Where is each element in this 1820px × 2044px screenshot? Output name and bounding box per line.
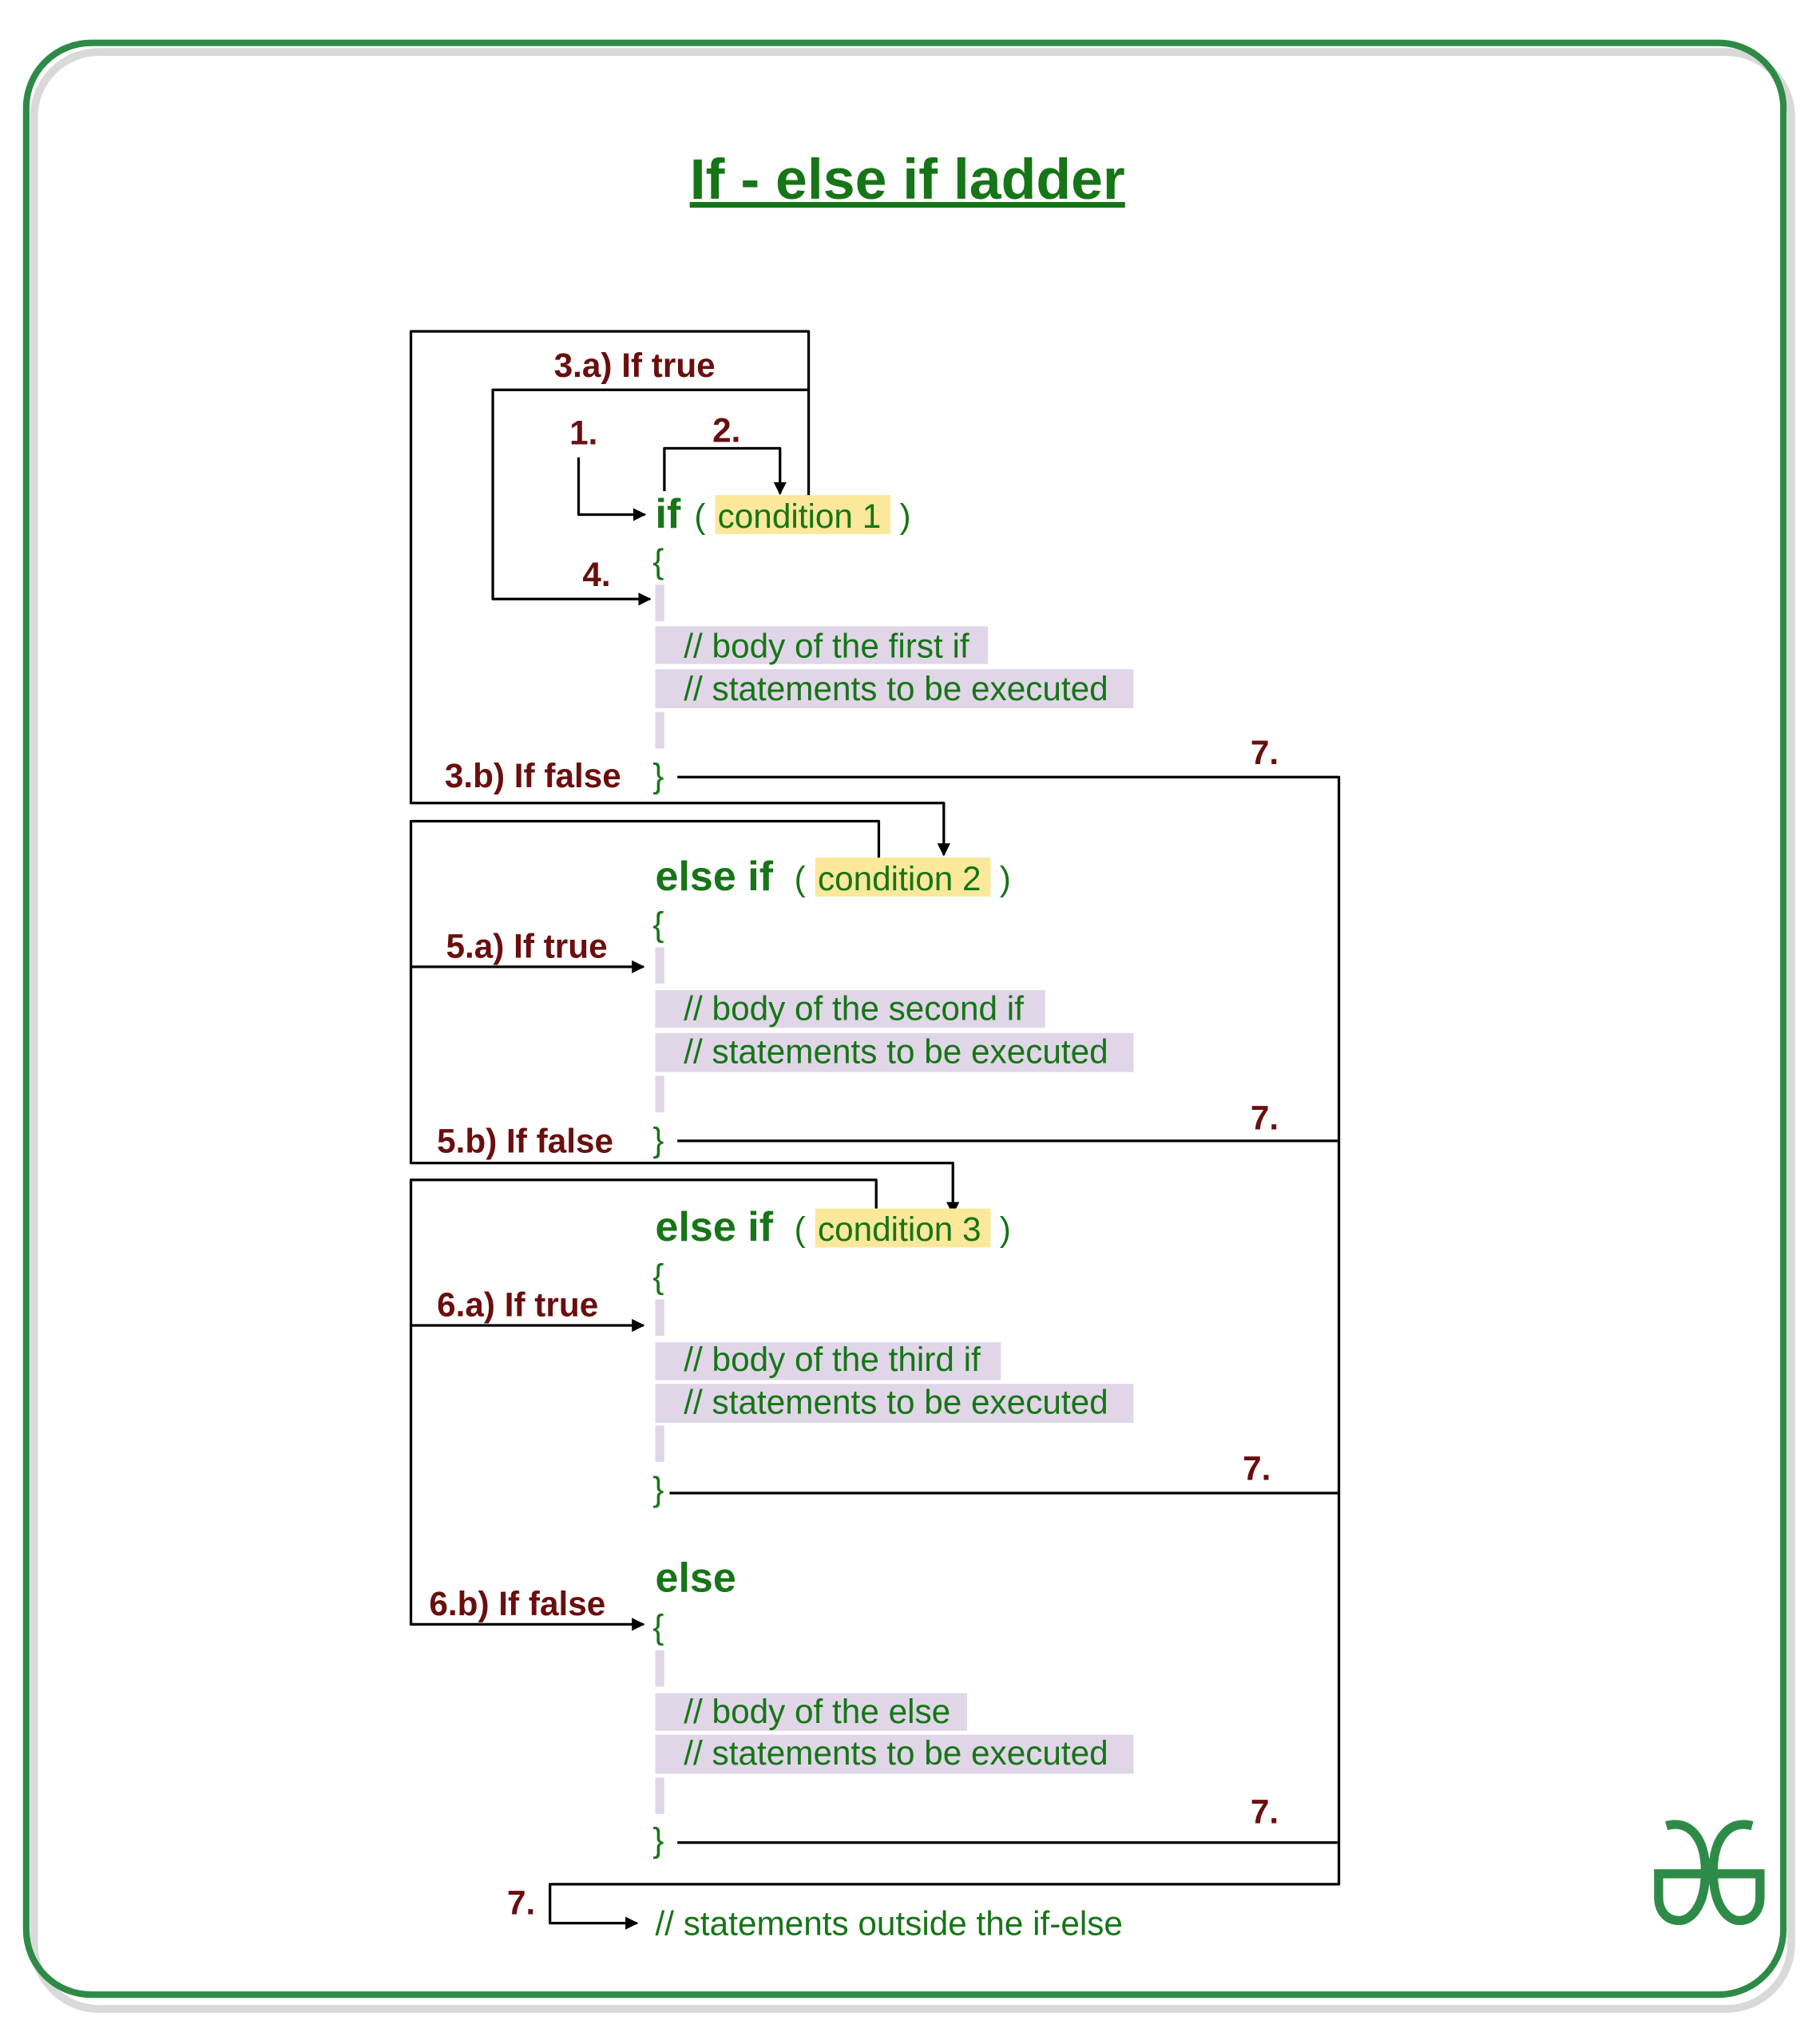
label-6b: 6.b) If false bbox=[429, 1585, 605, 1622]
arrow-2 bbox=[663, 446, 787, 496]
arrow-5b-to-condition-3 bbox=[409, 819, 960, 1215]
frame-shadow bbox=[30, 48, 1795, 2013]
arrow-6b bbox=[409, 1178, 878, 1631]
body-comment: // body of the second if bbox=[684, 990, 1024, 1028]
label-4: 4. bbox=[582, 556, 610, 593]
paren: ) bbox=[1000, 860, 1011, 897]
label-7: 7. bbox=[1243, 1450, 1271, 1487]
body-comment: // body of the third if bbox=[684, 1341, 981, 1378]
brace: { bbox=[652, 1608, 664, 1646]
arrow-1 bbox=[577, 457, 647, 521]
paren: ) bbox=[1000, 1210, 1011, 1248]
brace: { bbox=[652, 1258, 664, 1295]
brace: { bbox=[652, 543, 664, 580]
brace: { bbox=[652, 905, 664, 943]
condition: condition 1 bbox=[718, 497, 882, 535]
if-block: if ( condition 1 ) { // body of the firs… bbox=[652, 491, 1134, 794]
step-labels: 3.a) If true 1. 2. 4. 3.b) If false 7. 5… bbox=[429, 347, 1279, 1921]
label-7: 7. bbox=[1251, 1099, 1279, 1136]
label-7: 7. bbox=[1251, 1792, 1279, 1830]
statements-comment: // statements to be executed bbox=[684, 1384, 1108, 1421]
label-2: 2. bbox=[712, 411, 740, 449]
brace: } bbox=[652, 1121, 664, 1159]
keyword: else bbox=[656, 1555, 736, 1602]
paren: ( bbox=[694, 497, 705, 535]
paren: ) bbox=[899, 497, 910, 535]
gfg-logo bbox=[1654, 1820, 1765, 1926]
arrow-3b-to-condition-2 bbox=[409, 330, 950, 857]
label-3b: 3.b) If false bbox=[445, 757, 621, 794]
paren: ( bbox=[795, 1210, 806, 1248]
paren: ( bbox=[795, 860, 806, 897]
keyword: else if bbox=[656, 854, 774, 900]
else-if-block-3: else if ( condition 3 ) { // body of the… bbox=[652, 1204, 1134, 1508]
condition: condition 2 bbox=[818, 860, 981, 897]
outside-statements: // statements outside the if-else bbox=[656, 1904, 1123, 1942]
body-comment: // body of the else bbox=[684, 1693, 950, 1730]
statements-comment: // statements to be executed bbox=[684, 670, 1108, 707]
body-comment: // body of the first if bbox=[684, 627, 969, 664]
brace: } bbox=[652, 1821, 664, 1859]
label-7: 7. bbox=[507, 1884, 535, 1921]
statements-comment: // statements to be executed bbox=[684, 1734, 1108, 1772]
label-5b: 5.b) If false bbox=[437, 1123, 613, 1160]
arrow-4 bbox=[491, 388, 809, 606]
label-3a: 3.a) If true bbox=[554, 347, 716, 384]
label-5a: 5.a) If true bbox=[446, 927, 607, 965]
diagram-title: If - else if ladder bbox=[690, 148, 1125, 212]
flow-arrows bbox=[409, 330, 1341, 1930]
brace: } bbox=[652, 1471, 664, 1508]
keyword: else if bbox=[656, 1204, 774, 1250]
condition: condition 3 bbox=[818, 1210, 981, 1248]
else-if-block-2: else if ( condition 2 ) { // body of the… bbox=[652, 854, 1134, 1159]
label-7: 7. bbox=[1251, 734, 1279, 771]
statements-comment: // statements to be executed bbox=[684, 1032, 1108, 1070]
frame bbox=[22, 39, 1787, 1998]
label-6a: 6.a) If true bbox=[437, 1286, 598, 1324]
keyword: if bbox=[656, 491, 681, 537]
else-block: else { // body of the else // statements… bbox=[652, 1555, 1134, 1859]
brace: } bbox=[652, 757, 664, 794]
label-1: 1. bbox=[569, 414, 597, 452]
arrow-7-exit bbox=[549, 775, 1341, 1930]
condition-highlight bbox=[715, 495, 891, 534]
